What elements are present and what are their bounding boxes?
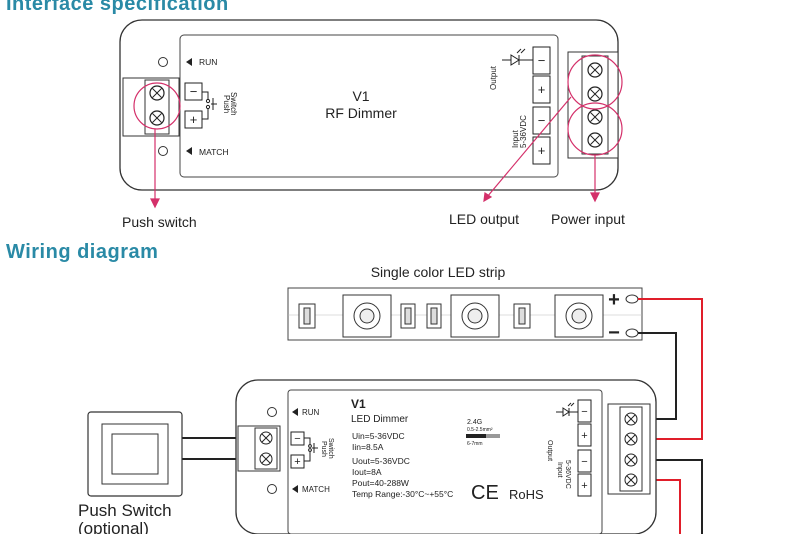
- match-arrow-icon: [292, 485, 298, 493]
- in-minus-symbol: −: [538, 113, 546, 128]
- terminal-screw-icon: [149, 85, 165, 101]
- bin-plus-symbol: +: [581, 480, 587, 492]
- output-label: Output: [489, 65, 498, 90]
- strip-title: Single color LED strip: [371, 264, 506, 280]
- push-switch-optional-label: (optional): [78, 519, 149, 534]
- ce-mark: CE: [471, 482, 499, 504]
- pout-spec: Pout=40-288W: [352, 478, 409, 488]
- push-switch-box-label: Push Switch: [78, 501, 172, 520]
- input-label: Input: [556, 462, 563, 478]
- input-label: Input: [511, 129, 520, 148]
- run-label: RUN: [199, 57, 217, 67]
- led-symbol-icon: [502, 48, 533, 66]
- switch-label: Switch: [229, 92, 238, 116]
- ps-plus-symbol: +: [294, 456, 300, 468]
- terminal-screw-icon: [259, 431, 273, 445]
- uout-spec: Uout=5-36VDC: [352, 456, 410, 466]
- terminal-screw-icon: [587, 62, 603, 78]
- match-label: MATCH: [199, 147, 229, 157]
- out-plus-symbol: +: [538, 82, 546, 97]
- match-label: MATCH: [302, 485, 330, 494]
- push-switch-callout: Push switch: [122, 214, 197, 230]
- iin-spec: Iin=8.5A: [352, 442, 384, 452]
- terminal-screw-icon: [259, 452, 273, 466]
- callouts: [133, 54, 623, 209]
- terminal-screw-icon: [587, 132, 603, 148]
- top-device: RUN MATCH − + Push Switch V1 RF Dimmer O…: [119, 19, 619, 191]
- run-arrow-icon: [292, 408, 298, 416]
- spec-heading: Interface specification: [6, 0, 229, 15]
- strip-minus: −: [608, 322, 620, 344]
- out-minus-symbol: −: [538, 53, 546, 68]
- model-name: V1: [351, 397, 366, 411]
- input-voltage-label: 5-36VDC: [564, 460, 571, 489]
- terminal-screw-icon: [587, 86, 603, 102]
- terminal-screw-icon: [624, 473, 638, 487]
- bin-minus-symbol: −: [581, 456, 587, 468]
- temp-spec: Temp Range:-30°C~+55°C: [352, 489, 453, 499]
- push-switch-symbol-icon: [304, 437, 318, 462]
- bout-minus-symbol: −: [581, 406, 587, 418]
- match-arrow-icon: [186, 147, 192, 155]
- run-label: RUN: [302, 408, 320, 417]
- terminal-screw-icon: [149, 110, 165, 126]
- run-arrow-icon: [186, 58, 192, 66]
- product-name: LED Dimmer: [351, 414, 409, 425]
- push-label: Push: [222, 95, 231, 113]
- minus-symbol: −: [190, 84, 198, 99]
- product-name: RF Dimmer: [325, 105, 397, 121]
- rohs-mark: RoHS: [509, 487, 544, 502]
- power-input-callout: Power input: [551, 211, 625, 227]
- led-strip: + −: [287, 287, 643, 344]
- ps-minus-symbol: −: [294, 433, 300, 445]
- push-switch-symbol-icon: [202, 91, 217, 120]
- switch-label: Switch: [327, 438, 334, 459]
- led-symbol-icon: [556, 402, 578, 417]
- plus-symbol: +: [190, 112, 198, 127]
- terminal-screw-icon: [587, 109, 603, 125]
- bottom-device: RUN MATCH − + Push Switch V1 LED Dimmer …: [235, 379, 657, 534]
- terminal-screw-icon: [624, 432, 638, 446]
- wire-strip-label: 6-7mm: [467, 441, 483, 447]
- led-chip-icon: [342, 294, 392, 338]
- led-output-callout: LED output: [449, 211, 519, 227]
- input-voltage-label: 5-36VDC: [519, 115, 528, 148]
- wiring-heading: Wiring diagram: [6, 241, 159, 263]
- wires: [181, 298, 703, 534]
- push-switch-box: [87, 411, 183, 497]
- in-plus-symbol: +: [538, 143, 546, 158]
- uin-spec: Uin=5-36VDC: [352, 431, 405, 441]
- wire-strip-icon: [466, 434, 500, 438]
- push-label: Push: [320, 441, 327, 457]
- terminal-screw-icon: [624, 453, 638, 467]
- strip-plus: +: [608, 289, 620, 311]
- rf-label: 2.4G: [467, 419, 482, 426]
- led-chip-icon: [450, 294, 500, 338]
- led-chip-icon: [554, 294, 604, 338]
- bout-plus-symbol: +: [581, 430, 587, 442]
- model-name: V1: [352, 88, 369, 104]
- iout-spec: Iout=8A: [352, 467, 382, 477]
- wire-gauge-label: 0.5-2.5mm²: [467, 427, 493, 433]
- terminal-screw-icon: [624, 412, 638, 426]
- output-label: Output: [546, 440, 553, 461]
